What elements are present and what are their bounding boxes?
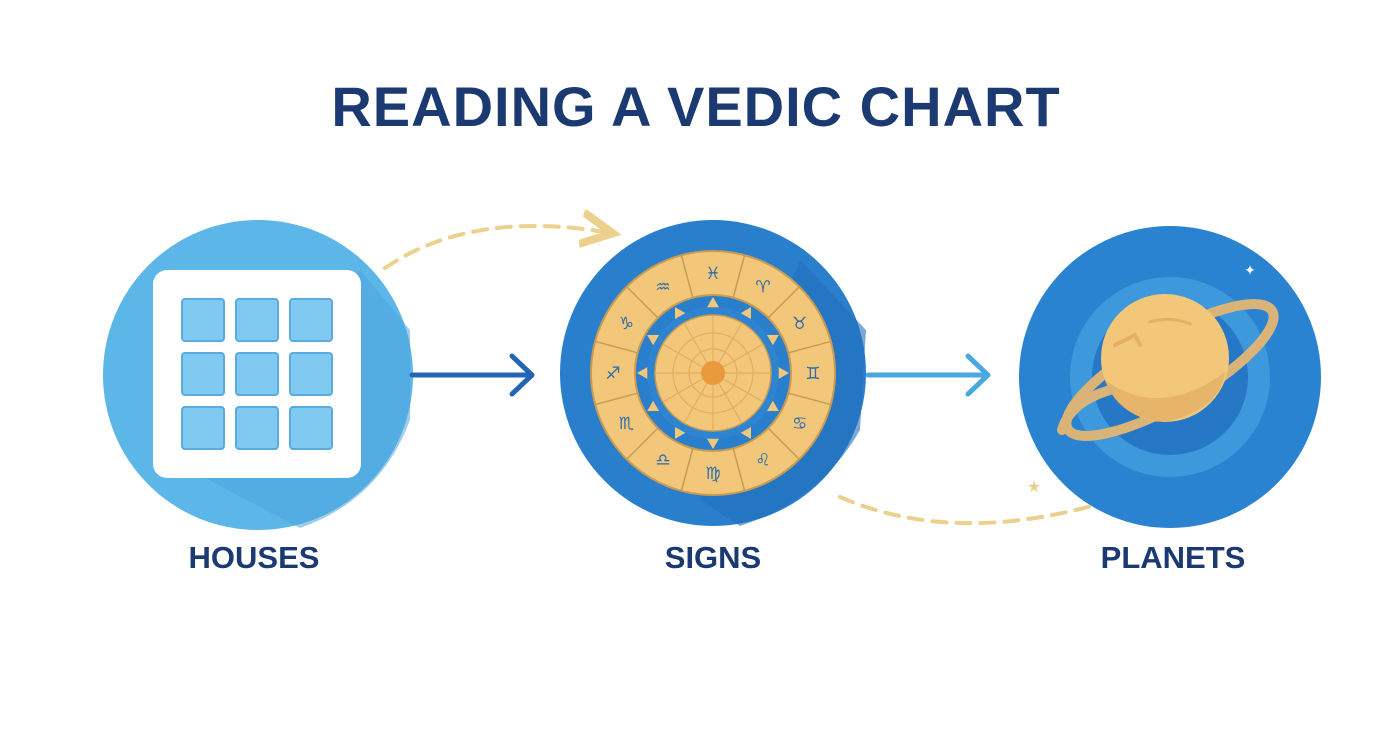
zodiac-glyph-icon: ♈ xyxy=(755,277,770,297)
signs-icon-group: ♈ ♉ ♊ ♋ ♌ ♍ ♎ ♏ ♐ ♑ ♒ ♓ xyxy=(560,220,866,526)
house-cell xyxy=(181,298,225,342)
house-cell xyxy=(181,406,225,450)
house-cell xyxy=(235,406,279,450)
page-title: READING A VEDIC CHART xyxy=(331,75,1061,138)
arrow-houses-to-signs xyxy=(409,353,535,397)
arrow-signs-to-planets xyxy=(865,353,991,397)
zodiac-glyph-icon: ♍ xyxy=(705,464,720,484)
star-icon: ★ xyxy=(1027,479,1041,496)
zodiac-glyph-icon: ♏ xyxy=(619,414,634,434)
zodiac-glyph-icon: ♋ xyxy=(792,414,807,434)
sparkle-icon: ✦ xyxy=(1244,262,1256,278)
dashed-arc-bottom xyxy=(838,495,1097,526)
zodiac-glyph-icon: ♉ xyxy=(792,314,807,334)
zodiac-glyph-icon: ♐ xyxy=(605,364,620,384)
zodiac-glyph-icon: ♊ xyxy=(805,364,820,384)
ringed-planet-icon xyxy=(1057,294,1279,441)
zodiac-glyph-icon: ♑ xyxy=(619,314,634,334)
house-cell xyxy=(235,298,279,342)
zodiac-glyph-icon: ♓ xyxy=(705,264,720,284)
step-label-houses: HOUSES xyxy=(188,540,320,575)
zodiac-glyph-icon: ♎ xyxy=(655,451,670,471)
planets-icon-group: ✦ xyxy=(1019,226,1321,528)
houses-icon-group xyxy=(103,220,413,530)
house-cell xyxy=(235,352,279,396)
house-cell xyxy=(181,352,225,396)
dashed-arc-top xyxy=(383,226,605,270)
house-cell xyxy=(289,406,333,450)
house-cell xyxy=(289,298,333,342)
step-label-planets: PLANETS xyxy=(1100,540,1246,575)
step-label-signs: SIGNS xyxy=(664,540,762,575)
zodiac-glyph-icon: ♌ xyxy=(755,451,770,471)
zodiac-glyph-icon: ♒ xyxy=(655,277,670,297)
zodiac-wheel-icon: ♈ ♉ ♊ ♋ ♌ ♍ ♎ ♏ ♐ ♑ ♒ ♓ xyxy=(590,250,836,496)
house-cell xyxy=(289,352,333,396)
